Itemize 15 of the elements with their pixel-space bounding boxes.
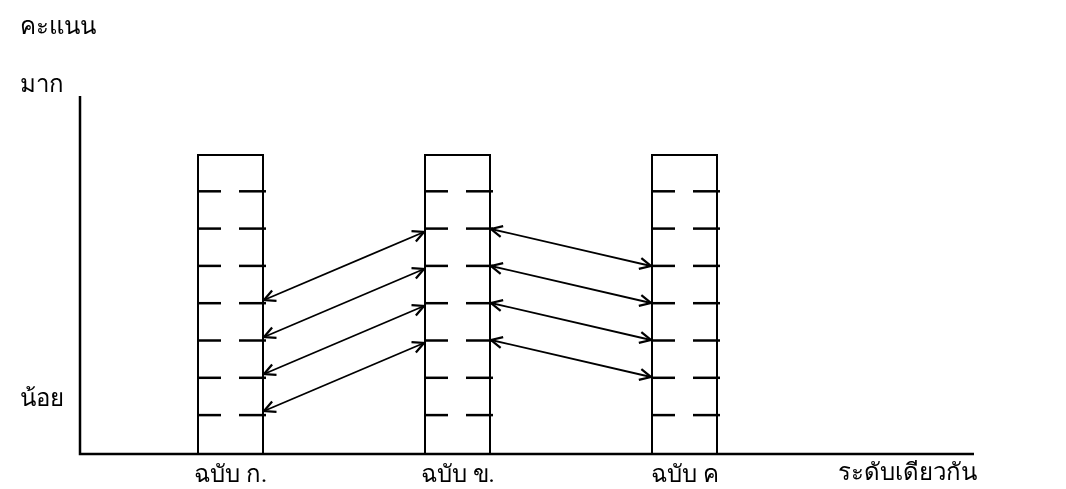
double-arrow — [262, 341, 426, 413]
axis-title: คะแนน — [20, 12, 96, 41]
column-label: ฉบับ ข. — [420, 460, 495, 489]
double-arrow — [489, 224, 653, 271]
column-label: ฉบับ ค — [650, 460, 719, 489]
axis-label: ระดับเดียวกัน — [838, 458, 977, 487]
axis-label: น้อย — [20, 384, 64, 413]
double-arrow — [489, 298, 653, 345]
double-arrow — [489, 261, 653, 308]
double-arrow — [262, 267, 426, 339]
column-label: ฉบับ ก. — [194, 460, 267, 489]
double-arrow — [489, 335, 653, 382]
axis-label: มาก — [20, 70, 64, 99]
double-arrow — [262, 304, 426, 376]
double-arrow — [262, 230, 426, 302]
